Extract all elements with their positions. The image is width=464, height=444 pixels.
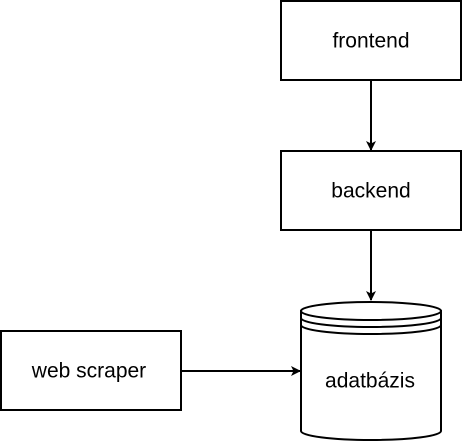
database-cylinder-ring-2	[300, 324, 442, 335]
backend-node: backend	[280, 150, 462, 231]
web-scraper-label: web scraper	[31, 360, 146, 383]
web-scraper-node: web scraper	[0, 330, 182, 411]
backend-label: backend	[331, 180, 410, 203]
database-cylinder-ring-1	[300, 317, 442, 328]
backend-box	[280, 150, 462, 231]
web-scraper-box	[0, 330, 182, 411]
database-cylinder-body	[300, 310, 442, 441]
database-label: adatbázis	[325, 370, 415, 393]
frontend-box	[280, 0, 462, 81]
database-cylinder-top	[300, 301, 442, 321]
frontend-node: frontend	[280, 0, 462, 81]
frontend-label: frontend	[332, 30, 409, 53]
database-node: adatbázis	[300, 301, 442, 441]
